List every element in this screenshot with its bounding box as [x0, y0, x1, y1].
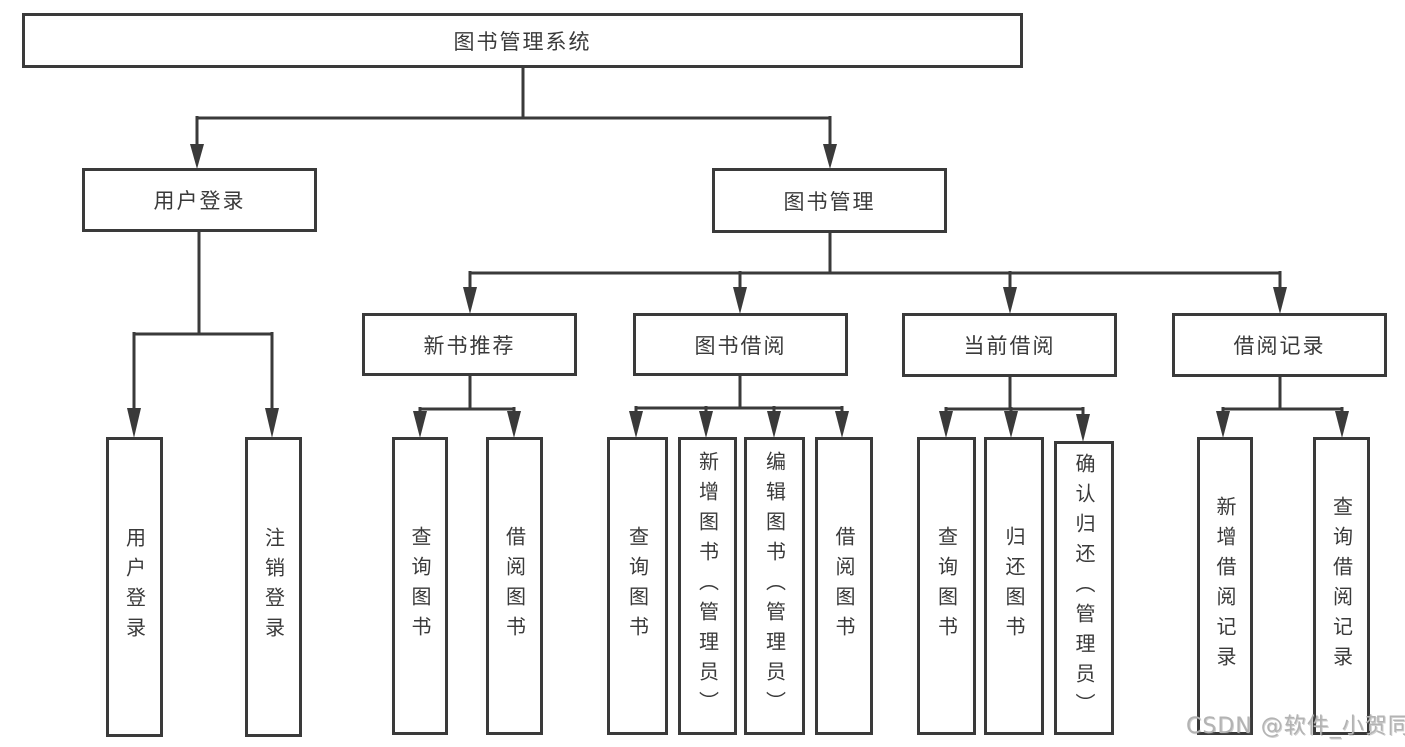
node-label: 图书借阅 — [694, 333, 787, 358]
leaf-label: 归还图书 — [1002, 526, 1026, 646]
connector-book-borrowing-children — [629, 376, 849, 438]
connector-new-book-children — [413, 376, 521, 438]
leaf-bb-add-books-admin: 新增图书（管理员） — [678, 437, 737, 735]
leaf-label: 借阅图书 — [832, 526, 856, 646]
node-label: 当前借阅 — [963, 334, 1056, 358]
csdn-watermark: CSDN @软件_小贺同学 — [1186, 714, 1405, 739]
node-user-login: 用户登录 — [82, 168, 317, 232]
leaf-bb-borrow-books: 借阅图书 — [815, 437, 873, 735]
node-label: 用户登录 — [153, 189, 246, 213]
leaf-label: 查询图书 — [625, 526, 650, 646]
leaf-label: 新增图书（管理员） — [695, 451, 720, 721]
leaf-logout: 注销登录 — [245, 437, 302, 737]
leaf-user-login: 用户登录 — [106, 437, 163, 737]
node-label: 图书管理系统 — [453, 29, 592, 54]
leaf-label: 编辑图书（管理员） — [762, 451, 787, 721]
leaf-cb-query-books: 查询图书 — [917, 437, 976, 735]
node-label: 图书管理 — [783, 189, 876, 214]
connector-borrowing-records-children — [1216, 376, 1349, 438]
node-current-borrowing: 当前借阅 — [902, 313, 1117, 377]
node-library-system: 图书管理系统 — [22, 13, 1023, 68]
leaf-cb-return-books: 归还图书 — [984, 437, 1044, 735]
node-label: 新书推荐 — [423, 333, 516, 358]
leaf-label: 新增借阅记录 — [1213, 496, 1237, 676]
leaf-bb-query-books: 查询图书 — [607, 437, 668, 735]
leaf-label: 注销登录 — [261, 527, 286, 647]
connector-user-login-children — [127, 232, 279, 438]
leaf-label: 查询图书 — [934, 526, 959, 646]
leaf-nb-query-books: 查询图书 — [392, 437, 448, 735]
leaf-nb-borrow-books: 借阅图书 — [486, 437, 543, 735]
connector-root-to-level2 — [190, 68, 837, 169]
leaf-label: 用户登录 — [122, 527, 147, 647]
leaf-label: 确认归还（管理员） — [1072, 453, 1096, 723]
connector-book-management-children — [463, 233, 1287, 314]
node-new-book-recommend: 新书推荐 — [362, 313, 577, 376]
leaf-label: 借阅图书 — [502, 526, 527, 646]
leaf-br-query-record: 查询借阅记录 — [1313, 437, 1370, 735]
leaf-cb-confirm-return-admin: 确认归还（管理员） — [1054, 441, 1114, 735]
node-book-management: 图书管理 — [712, 168, 947, 233]
node-borrowing-records: 借阅记录 — [1172, 313, 1387, 377]
leaf-label: 查询借阅记录 — [1329, 496, 1354, 676]
leaf-bb-edit-books-admin: 编辑图书（管理员） — [744, 437, 805, 735]
node-label: 借阅记录 — [1233, 334, 1326, 358]
connector-current-borrowing-children — [939, 376, 1090, 442]
leaf-label: 查询图书 — [408, 526, 432, 646]
node-book-borrowing: 图书借阅 — [633, 313, 848, 376]
leaf-br-add-record: 新增借阅记录 — [1197, 437, 1253, 735]
